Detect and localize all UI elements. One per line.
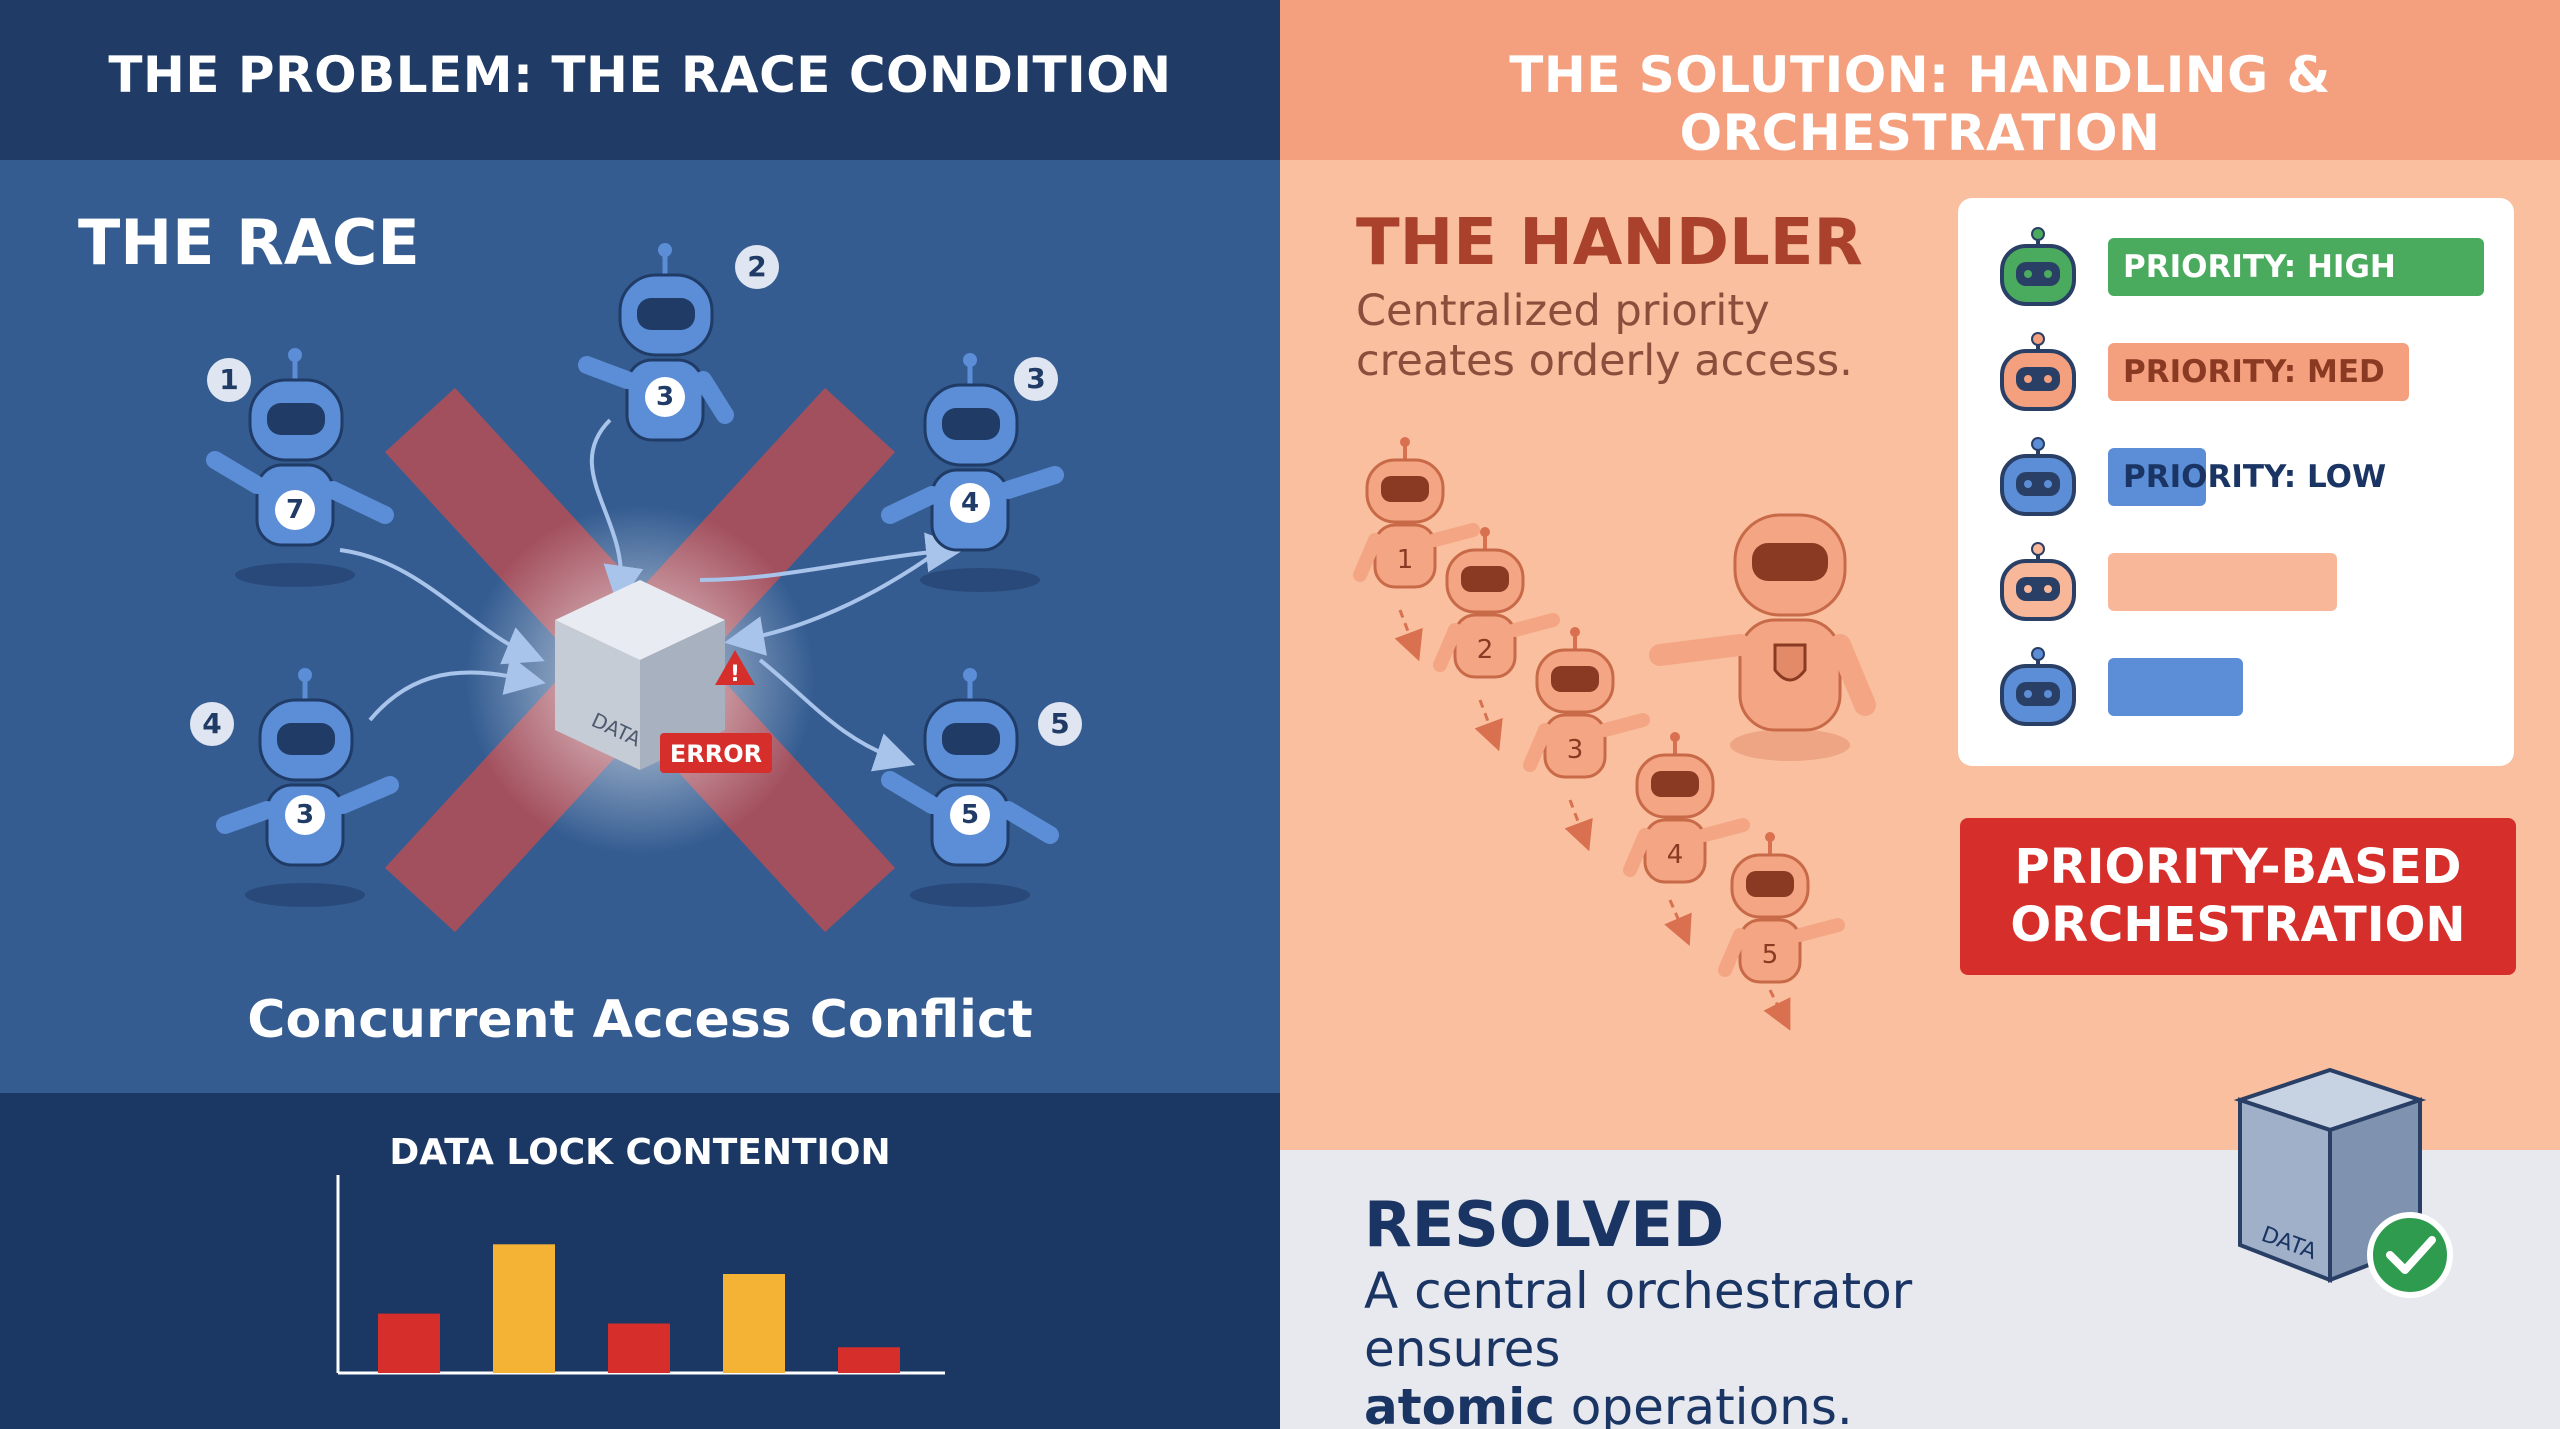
robot-head-icon [1988, 226, 2088, 314]
priority-label: PRIORITY: LOW [2123, 459, 2387, 495]
solution-header: THE SOLUTION: HANDLING & ORCHESTRATION [1509, 46, 2331, 162]
chart-bar [723, 1274, 785, 1373]
queue-robot: 4 [1623, 732, 1750, 884]
chart-bar [838, 1347, 900, 1373]
chart-bar [608, 1323, 670, 1373]
resolved-text-bold: atomic [1364, 1378, 1555, 1429]
priority-bar [2108, 553, 2338, 611]
solution-header-bar: THE SOLUTION: HANDLING & ORCHESTRATION [1280, 0, 2560, 162]
robot-2: 3 2 [575, 235, 795, 469]
chart-bar [493, 1244, 555, 1373]
handler-title: THE HANDLER [1356, 206, 1863, 280]
shield-icon [1773, 643, 1807, 682]
queue-robot-number: 5 [1762, 940, 1779, 970]
priority-bar [2108, 238, 2484, 296]
chart-bar [378, 1313, 440, 1373]
chart-title: DATA LOCK CONTENTION [389, 1132, 891, 1173]
conflict-caption: Concurrent Access Conflict [247, 990, 1033, 1050]
robot-badge: 5 [1038, 702, 1082, 746]
priority-label: PRIORITY: MED [2123, 354, 2385, 390]
robot-3: 4 3 [870, 345, 1090, 599]
solution-panel: THE SOLUTION: HANDLING & ORCHESTRATION T… [1280, 0, 2560, 1429]
robot-head-icon [1988, 331, 2088, 419]
queue-robot: 2 [1433, 527, 1560, 679]
queue-robot: 3 [1523, 627, 1650, 779]
resolved-text-after: operations. [1570, 1378, 1853, 1429]
robot-4: 3 4 [185, 660, 415, 914]
error-badge: ! ERROR [660, 650, 772, 773]
svg-text:ERROR: ERROR [670, 740, 762, 768]
problem-header-bar: THE PROBLEM: THE RACE CONDITION [0, 0, 1280, 160]
robot-chest-number: 3 [645, 377, 685, 417]
robot-1: 7 1 [195, 340, 415, 594]
handler-subtitle: Centralized priority creates orderly acc… [1356, 286, 1853, 386]
robot-badge: 4 [190, 702, 234, 746]
robot-head-icon [1988, 436, 2088, 524]
svg-text:!: ! [730, 662, 740, 687]
robot-badge: 2 [735, 245, 779, 289]
queue-robot-number: 2 [1477, 635, 1494, 665]
check-icon [2367, 1212, 2453, 1298]
data-box-icon: DATA [555, 580, 725, 770]
queue-robot-number: 1 [1397, 545, 1414, 575]
resolved-text-before: A central orchestrator ensures [1364, 1262, 1913, 1378]
banner-line-2: ORCHESTRATION [2010, 897, 2466, 953]
queue-robot: 1 [1353, 437, 1480, 589]
priority-bar [2108, 658, 2244, 716]
priority-list: PRIORITY: HIGH PRIORITY: MED PRIORITY: LOW [1958, 198, 2514, 766]
queue-robot: 5 [1718, 832, 1845, 984]
race-title: THE RACE [78, 206, 420, 279]
access-arrows [339, 418, 966, 772]
banner-line-1: PRIORITY-BASED [2014, 839, 2462, 895]
robot-chest-number: 7 [275, 490, 315, 530]
queue-robot-number: 3 [1567, 735, 1584, 765]
resolved-data-box: DATA [2233, 1067, 2453, 1298]
robot-queue: 1 2 3 4 5 [1353, 437, 1845, 1031]
robot-chest-number: 3 [285, 795, 325, 835]
priority-bar [2108, 343, 2409, 401]
data-box-icon: DATA [2233, 1067, 2427, 1283]
robot-head-icon [1988, 646, 2088, 734]
priority-bar [2108, 448, 2206, 506]
lock-contention-chart [336, 1175, 945, 1375]
race-illustration: DATA ! ERROR [339, 387, 966, 933]
robot-badge: 1 [207, 358, 251, 402]
robot-chest-number: 5 [950, 795, 990, 835]
problem-header: THE PROBLEM: THE RACE CONDITION [108, 46, 1172, 104]
problem-panel: THE PROBLEM: THE RACE CONDITION THE RACE [0, 0, 1280, 1429]
orchestrator-robot [1649, 513, 1876, 761]
orchestration-banner: PRIORITY-BASED ORCHESTRATION [1960, 818, 2516, 975]
resolved-text: A central orchestrator ensures atomic op… [1364, 1262, 2124, 1429]
priority-label: PRIORITY: HIGH [2123, 249, 2396, 285]
robot-head-icon [1988, 541, 2088, 629]
robot-badge: 3 [1014, 357, 1058, 401]
robot-chest-number: 4 [950, 483, 990, 523]
robot-5: 5 5 [860, 660, 1090, 914]
resolved-title: RESOLVED [1364, 1188, 1725, 1261]
queue-robot-number: 4 [1667, 840, 1684, 870]
